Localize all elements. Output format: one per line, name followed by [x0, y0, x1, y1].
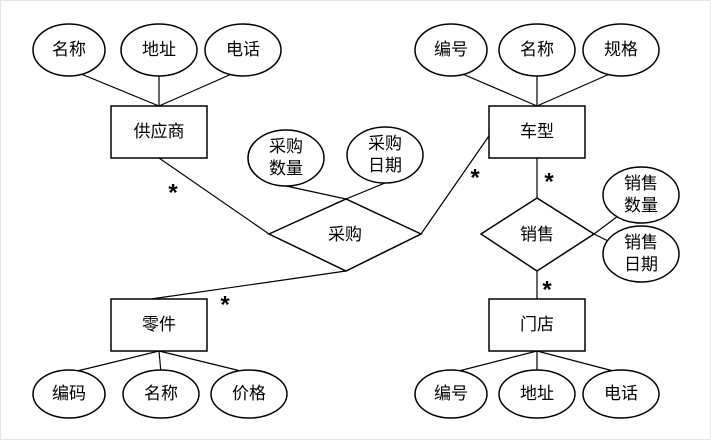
- attribute-oval: [414, 23, 488, 77]
- part-attributes: 编码 名称 价格: [32, 369, 288, 419]
- part-attr-name: 名称: [144, 384, 178, 404]
- vehicle-attr-spec: 规格: [604, 40, 638, 60]
- attribute-oval: [32, 23, 106, 77]
- attribute-oval: [247, 129, 325, 187]
- edge-sale-quantity: [593, 215, 619, 235]
- relationship-sale: 销售: [479, 197, 596, 272]
- edge-purchase-quantity: [285, 185, 347, 200]
- edge-store-code: [450, 350, 538, 374]
- connectors: [68, 68, 622, 374]
- vehicle-model-attributes: 编号 名称 规格: [414, 23, 660, 77]
- sale-attr-quantity-line2: 数量: [624, 196, 658, 216]
- supplier-attributes: 名称 地址 电话: [32, 23, 282, 77]
- part-attr-code: 编码: [52, 384, 86, 404]
- sale-attr-date-line2: 日期: [624, 255, 658, 275]
- cardinality-purchase-part: *: [220, 292, 230, 319]
- store-attributes: 编号 地址 电话: [414, 369, 660, 419]
- supplier-attr-address: 地址: [142, 40, 176, 60]
- entity-box: [110, 105, 208, 159]
- cardinality-markers: * * * * *: [168, 165, 554, 319]
- entity-label: 供应商: [134, 122, 185, 142]
- attribute-oval: [204, 23, 282, 77]
- purchase-attributes: 采购 数量 采购 日期: [247, 126, 424, 187]
- entity-box: [110, 298, 208, 352]
- relationship-label: 采购: [328, 225, 362, 245]
- edge-store-phone: [536, 350, 622, 374]
- attribute-oval: [346, 126, 424, 184]
- sale-attr-quantity-line1: 销售: [624, 174, 658, 194]
- attribute-oval: [210, 369, 288, 419]
- attribute-oval: [32, 369, 106, 419]
- edge-part-code: [68, 350, 160, 374]
- edge-part-price: [158, 350, 250, 374]
- attribute-oval: [582, 369, 660, 419]
- edge-supplier-name: [68, 68, 160, 107]
- vehicle-attr-name: 名称: [520, 40, 554, 60]
- store-attr-phone: 电话: [604, 384, 638, 404]
- entity-vehicle-model: 车型: [488, 105, 586, 159]
- vehicle-attr-code: 编号: [434, 40, 468, 60]
- relationship-diamond: [267, 198, 423, 272]
- attribute-oval: [122, 369, 200, 419]
- edge-vehicle-code: [450, 68, 538, 107]
- edge-purchase-part: [150, 270, 347, 300]
- attribute-oval: [498, 23, 576, 77]
- cardinality-supplier-purchase: *: [168, 180, 178, 207]
- relationship-diamond: [479, 197, 596, 272]
- supplier-attr-name: 名称: [52, 40, 86, 60]
- attribute-oval: [582, 23, 660, 77]
- attribute-oval: [414, 369, 488, 419]
- relationship-label: 销售: [520, 225, 554, 245]
- cardinality-sale-store: *: [542, 277, 552, 304]
- entity-supplier: 供应商: [110, 105, 208, 159]
- attribute-oval: [602, 166, 680, 224]
- entity-part: 零件: [110, 298, 208, 352]
- store-attr-code: 编号: [434, 384, 468, 404]
- entity-store: 门店: [488, 298, 586, 352]
- edge-supplier-phone: [158, 68, 244, 107]
- sale-attributes: 销售 数量 销售 日期: [602, 166, 680, 283]
- cardinality-purchase-vehicle: *: [470, 165, 480, 192]
- sale-attr-date-line1: 销售: [624, 233, 658, 253]
- attribute-oval: [498, 369, 576, 419]
- edge-supplier-purchase: [158, 157, 270, 235]
- purchase-attr-date-line1: 采购: [368, 134, 402, 154]
- entity-label: 零件: [142, 315, 176, 335]
- entity-label: 门店: [520, 315, 554, 335]
- entity-box: [488, 298, 586, 352]
- attribute-oval: [602, 225, 680, 283]
- entity-label: 车型: [520, 122, 554, 142]
- part-attr-price: 价格: [232, 384, 266, 404]
- cardinality-vehicle-sale: *: [544, 169, 554, 196]
- relationship-purchase: 采购: [267, 198, 423, 272]
- store-attr-address: 地址: [520, 384, 554, 404]
- supplier-attr-phone: 电话: [226, 40, 260, 60]
- attribute-oval: [120, 23, 198, 77]
- purchase-attr-quantity-line1: 采购: [269, 137, 303, 157]
- entity-box: [488, 105, 586, 159]
- purchase-attr-quantity-line2: 数量: [269, 159, 303, 179]
- purchase-attr-date-line2: 日期: [368, 156, 402, 176]
- edge-purchase-date: [345, 182, 386, 200]
- edge-vehicle-spec: [536, 68, 622, 107]
- edge-purchase-vehicle: [420, 132, 492, 235]
